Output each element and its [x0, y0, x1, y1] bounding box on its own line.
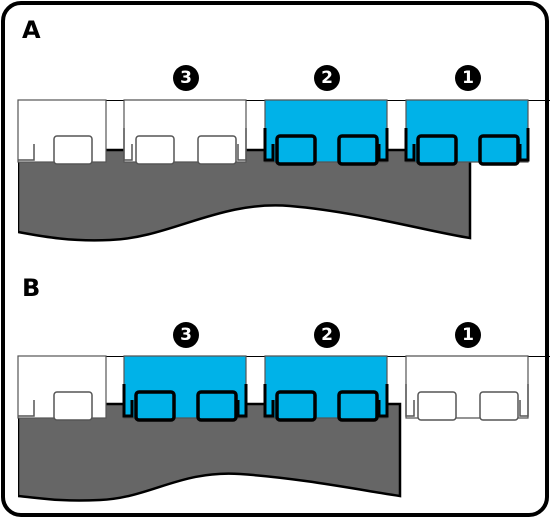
panel-b-slot-3-number: 3 [173, 322, 199, 348]
panel-a-slot-2-left-edge [263, 128, 275, 162]
panel-b-label: B [22, 274, 41, 302]
panel-b-slot-2 [263, 355, 389, 422]
panel-a-slot-3-pad-2 [197, 135, 237, 165]
panel-b-slot-2-pad-2 [337, 390, 379, 422]
panel-b-slot-1-pad-2 [479, 391, 519, 421]
panel-b-slot-3 [122, 355, 248, 422]
panel-b-slot-3-pad-1 [134, 390, 176, 422]
panel-a-slot-3-pad-1 [135, 135, 175, 165]
panel-b-slot-1-number: 1 [455, 322, 481, 348]
panel-a-slot-2-right-edge [377, 128, 389, 162]
slots-layer [17, 99, 530, 422]
panel-a-partial-slot [17, 99, 107, 165]
panel-a-slot-3-right-edge [237, 128, 247, 161]
panel-b-slot-3-left-edge [122, 384, 134, 418]
panel-a-slot-1-left-edge [404, 128, 416, 162]
panel-a-slot-2-pad-2 [337, 134, 379, 166]
panel-a-slot-2 [263, 99, 389, 166]
panel-a-slot-1-pad-2 [478, 134, 520, 166]
panel-a-label: A [22, 16, 41, 44]
panel-a-slot-2-pad-1 [275, 134, 317, 166]
panel-a [18, 100, 550, 242]
panel-b-slot-1-right-edge [519, 384, 529, 417]
panel-a-partial-slot-edge [18, 144, 35, 161]
panel-a-slot-1-number: 1 [455, 65, 481, 91]
panel-b-base [18, 402, 402, 502]
panel-a-partial-slot-pad [53, 135, 93, 165]
panel-b-partial-slot-pad [53, 391, 93, 421]
panel-a-slot-3-number: 3 [173, 65, 199, 91]
panel-a-slot-3 [123, 99, 247, 165]
panel-b-slot-2-pad-1 [275, 390, 317, 422]
panel-b-slot-2-left-edge [263, 384, 275, 418]
panel-a-slot-1-pad-1 [416, 134, 458, 166]
panel-b-slot-1 [405, 355, 529, 421]
panel-b-partial-slot-edge [18, 400, 35, 417]
panel-a-slot-3-left-edge [123, 128, 133, 161]
panel-a-base [18, 148, 472, 242]
panel-b-partial-slot [17, 355, 107, 421]
panel-a-slot-1 [404, 99, 530, 166]
panel-b-slot-1-left-edge [405, 384, 415, 417]
panel-b-slot-2-number: 2 [314, 322, 340, 348]
panel-b-slot-3-pad-2 [196, 390, 238, 422]
panel-a-slot-2-number: 2 [314, 65, 340, 91]
panel-b-slot-1-pad-1 [417, 391, 457, 421]
panel-a-slot-1-right-edge [518, 128, 530, 162]
panel-b-slot-2-right-edge [377, 384, 389, 418]
panel-b [18, 356, 550, 502]
panel-b-slot-3-right-edge [236, 384, 248, 418]
